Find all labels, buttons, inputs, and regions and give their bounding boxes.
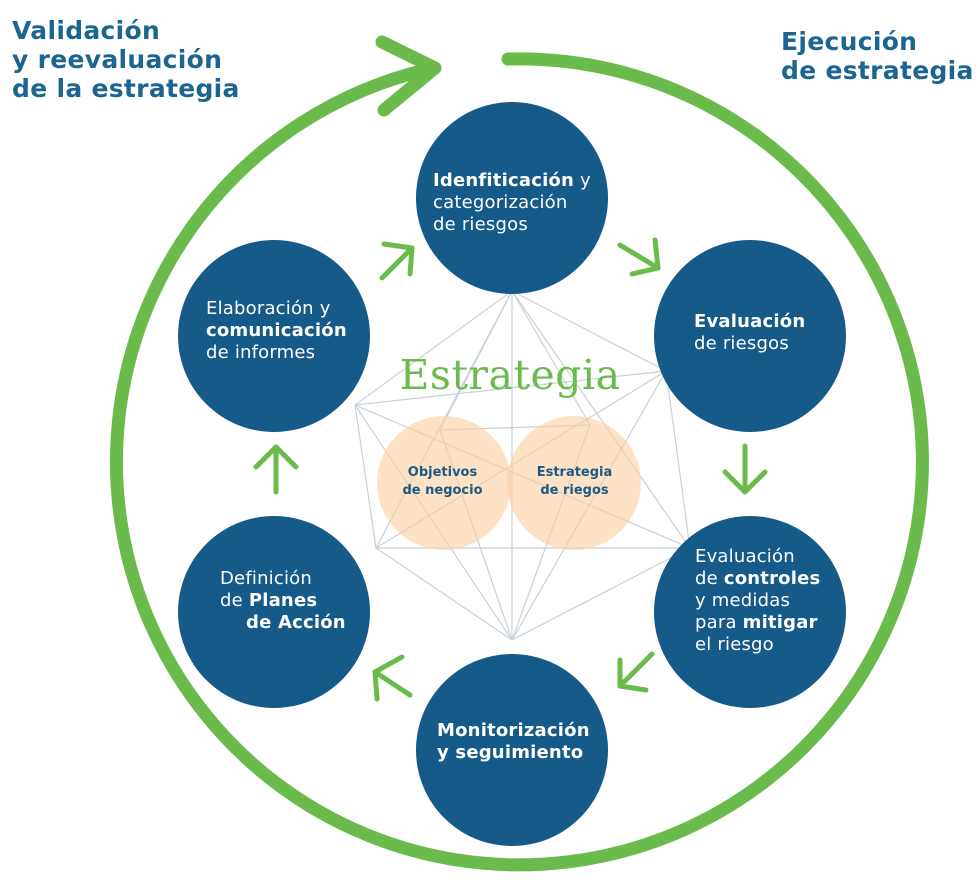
step-identification-text: y	[574, 170, 591, 191]
step-circle-controls	[654, 516, 846, 708]
outer-cycle-arrowhead	[375, 35, 442, 117]
venn-label-line: de negocio	[402, 483, 483, 498]
step-identification-line: de riesgos	[433, 214, 528, 235]
step-plans-bold: Planes	[248, 590, 318, 611]
validation-heading-line: y reevaluación	[12, 45, 223, 74]
step-controls-bold: mitigar	[742, 612, 818, 633]
step-controls-line: y medidas	[695, 590, 791, 611]
validation-heading-line: Validación	[12, 16, 161, 45]
step-reports-line: Elaboración y	[206, 298, 331, 319]
step-monitoring-label: Monitorización y seguimiento	[437, 720, 590, 764]
step-reports-line: de informes	[206, 342, 316, 363]
step-circle-evaluation	[654, 240, 846, 432]
validation-heading: Validación y reevaluación de la estrateg…	[12, 16, 240, 103]
execution-heading: Ejecución de estrategia	[781, 27, 974, 85]
venn-circle-business	[377, 416, 511, 550]
validation-heading-line: de la estrategia	[12, 74, 240, 103]
venn-label-line: Objetivos	[407, 465, 478, 480]
step-plans-bold: de Acción	[246, 612, 346, 633]
step-controls-text: para	[695, 612, 743, 633]
venn-circle-risk	[507, 416, 641, 550]
step-evaluation-label: Evaluación de riesgos	[694, 311, 805, 355]
step-reports-label: Elaboración y comunicación de informes	[206, 298, 347, 364]
venn-label-risk: Estrategia de riegos	[527, 464, 622, 500]
step-identification-label: Idenfiticación y categorización de riesg…	[433, 170, 591, 236]
step-controls-bold: controles	[723, 568, 821, 589]
arrow-reports-to-identification-icon	[379, 241, 415, 281]
venn-label-business: Objetivos de negocio	[395, 464, 490, 500]
step-evaluation-bold: Evaluación	[694, 311, 806, 332]
step-controls-line: Evaluación	[695, 546, 795, 567]
step-circle-identification	[416, 102, 608, 294]
step-evaluation-line: de riesgos	[694, 333, 789, 354]
step-circle-plans	[178, 516, 370, 708]
arrow-controls-to-monitoring-icon	[617, 651, 655, 693]
outer-cycle-arc	[109, 52, 929, 872]
step-monitoring-bold: y seguimiento	[437, 742, 584, 763]
execution-heading-line: Ejecución	[781, 27, 918, 56]
step-monitoring-bold: Monitorización	[437, 720, 590, 741]
step-controls-line: el riesgo	[695, 634, 774, 655]
step-plans-text: de	[220, 590, 249, 611]
step-controls-label: Evaluación de controles y medidas para m…	[695, 546, 820, 656]
strategy-title: Estrategia	[399, 351, 621, 399]
venn-label-line: Estrategia	[536, 465, 613, 480]
arrow-monitoring-to-plans-icon	[372, 654, 413, 702]
step-circle-monitoring	[416, 654, 608, 846]
step-reports-bold: comunicación	[206, 320, 347, 341]
arrow-plans-to-reports-icon	[253, 444, 299, 495]
execution-heading-line: de estrategia	[781, 56, 974, 85]
step-circle-reports	[178, 240, 370, 432]
step-controls-text: de	[695, 568, 724, 589]
step-identification-line: categorización	[433, 192, 568, 213]
step-plans-line: Definición	[220, 568, 312, 589]
step-identification-bold: Idenfiticación	[433, 170, 575, 191]
arrow-identification-to-evaluation-icon	[617, 237, 661, 277]
venn-label-line: de riegos	[540, 483, 609, 498]
step-plans-label: Definición de Planes de Acción	[220, 568, 346, 634]
arrow-evaluation-to-controls-icon	[722, 443, 768, 495]
